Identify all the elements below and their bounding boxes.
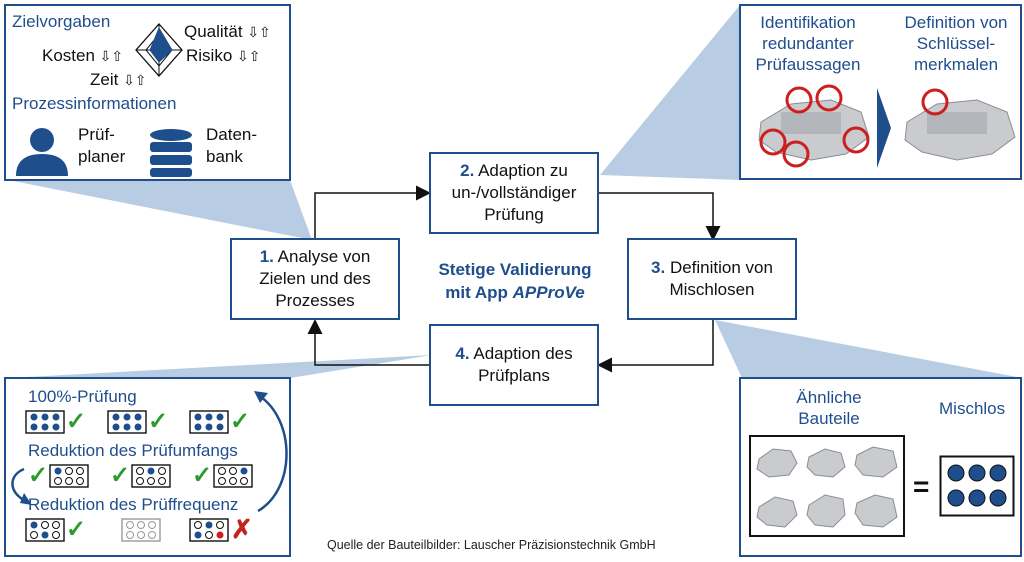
- arrow-4-to-1: [307, 319, 430, 366]
- curve-arrow-left-icon: [11, 467, 25, 501]
- center-title-app-name: APProVe: [512, 283, 585, 302]
- step-4-text-b: Prüfplans: [478, 366, 550, 385]
- step-3-text-a: Definition von: [665, 258, 773, 277]
- part-image-many-features: [758, 84, 870, 168]
- bank-line-a: Daten-: [206, 125, 258, 144]
- planer-line-b: planer: [78, 147, 126, 166]
- step-4-number: 4.: [455, 344, 470, 363]
- part-image-key-feature: [904, 88, 1016, 161]
- arrow-1-to-2: [314, 185, 431, 238]
- center-title-line2-prefix: mit App: [445, 283, 513, 302]
- cross-icon: ✗: [231, 514, 253, 544]
- label-100-pruefung: 100%-Prüfung: [28, 387, 137, 406]
- center-title-line1: Stetige Validierung: [438, 260, 592, 279]
- def-line-c: merkmalen: [913, 55, 999, 74]
- planer-line-a: Prüf-: [78, 125, 115, 144]
- arrow-3-to-4: [597, 320, 714, 373]
- database-icon: [150, 129, 192, 177]
- fan-bottom-right: [715, 320, 1022, 378]
- ident-line-a: Identifikation: [760, 13, 856, 32]
- step-2-text-c: Prüfung: [484, 205, 544, 224]
- step-3-number: 3.: [651, 258, 666, 277]
- check-icon: ✓: [66, 408, 87, 435]
- plate-row3-c: [189, 518, 229, 542]
- step-4-box: 4. Adaption des Prüfplans: [429, 324, 599, 406]
- plate-row2-b: [131, 464, 171, 488]
- check-icon: ✓: [148, 408, 169, 435]
- step-2-number: 2.: [460, 161, 475, 180]
- zeit-text: Zeit: [90, 70, 119, 89]
- step-3-box: 3. Definition von Mischlosen: [627, 238, 797, 320]
- fan-top-left: [8, 180, 312, 240]
- check-icon: ✓: [66, 516, 87, 543]
- center-title: Stetige Validierung mit App APProVe: [420, 258, 610, 304]
- panel-mischlos: Ähnliche Bauteile Mischlos =: [739, 377, 1022, 557]
- risiko-text: Risiko: [186, 46, 233, 65]
- plate-row1-c: [189, 410, 229, 434]
- label-pruefplaner: Prüf- planer: [78, 124, 125, 168]
- kosten-arrows-icon: ⇩⇧: [99, 48, 124, 64]
- check-icon: ✓: [230, 408, 251, 435]
- risiko-arrows-icon: ⇩⇧: [237, 48, 261, 64]
- chevron-right-icon: [877, 88, 891, 168]
- step-1-text-c: Prozesses: [275, 291, 355, 310]
- label-mischlos: Mischlos: [939, 399, 1006, 418]
- label-definition: Definition von Schlüssel- merkmalen: [891, 12, 1021, 75]
- label-zeit: Zeit ⇩⇧: [90, 70, 147, 90]
- bauteile-line-a: Ähnliche: [796, 388, 862, 407]
- bank-line-b: bank: [206, 147, 243, 166]
- kosten-text: Kosten: [42, 46, 95, 65]
- panel-goals-process-info: Zielvorgaben Kosten ⇩⇧ Qualität ⇩⇧ Risik…: [4, 4, 291, 181]
- step-1-number: 1.: [259, 247, 274, 266]
- plate-row1-b: [107, 410, 147, 434]
- arrow-2-to-3: [598, 192, 721, 241]
- image-source-caption: Quelle der Bauteilbilder: Lauscher Präzi…: [327, 538, 656, 552]
- test-plan-grid: [11, 391, 288, 542]
- label-datenbank: Daten- bank: [206, 124, 257, 168]
- step-1-box: 1. Analyse von Zielen und des Prozesses: [230, 238, 400, 320]
- similar-parts-images: [756, 446, 898, 528]
- step-1-text-b: Zielen und des: [259, 269, 371, 288]
- panel-redundancy-keyfeatures: Identifikation redundanter Prüfaussagen …: [739, 4, 1022, 180]
- qualitaet-arrows-icon: ⇩⇧: [247, 24, 271, 40]
- step-2-text-a: Adaption zu: [474, 161, 568, 180]
- check-icon: ✓: [28, 462, 49, 489]
- step-3-text-b: Mischlosen: [669, 280, 755, 299]
- plate-row2-a: [49, 464, 89, 488]
- mischlos-plate-icon: [939, 455, 1015, 517]
- person-icon: [16, 128, 68, 176]
- label-reduktion-frequenz: Reduktion des Prüffrequenz: [28, 495, 239, 514]
- def-line-b: Schlüssel-: [916, 34, 996, 53]
- qualitaet-text: Qualität: [184, 22, 243, 41]
- def-line-a: Definition von: [904, 13, 1008, 32]
- label-risiko: Risiko ⇩⇧: [186, 46, 261, 66]
- heading-prozessinformationen: Prozessinformationen: [12, 94, 177, 113]
- plate-row1-a: [25, 410, 65, 434]
- step-1-text-a: Analyse von: [273, 247, 371, 266]
- step-2-box: 2. Adaption zu un-/vollständiger Prüfung: [429, 152, 599, 234]
- zeit-arrows-icon: ⇩⇧: [123, 72, 147, 88]
- label-reduktion-umfang: Reduktion des Prüfumfangs: [28, 441, 238, 460]
- heading-zielvorgaben: Zielvorgaben: [12, 12, 111, 31]
- fan-bottom-left: [8, 355, 432, 378]
- plate-row3-b: [121, 518, 161, 542]
- label-aehnliche-bauteile: Ähnliche Bauteile: [759, 387, 899, 429]
- check-icon: ✓: [192, 462, 213, 489]
- ident-line-b: redundanter: [762, 34, 854, 53]
- step-4-text-a: Adaption des: [469, 344, 573, 363]
- radar-chart-icon: [135, 23, 183, 77]
- curve-arrow-right-icon: [257, 393, 288, 513]
- bauteile-line-b: Bauteile: [798, 409, 860, 428]
- plate-row2-c: [213, 464, 253, 488]
- plate-row3-a: [25, 518, 65, 542]
- ident-line-c: Prüfaussagen: [755, 55, 861, 74]
- step-2-text-b: un-/vollständiger: [451, 183, 577, 202]
- label-kosten: Kosten ⇩⇧: [42, 46, 123, 66]
- label-identifikation: Identifikation redundanter Prüfaussagen: [745, 12, 871, 75]
- equals-sign: =: [913, 471, 930, 502]
- label-qualitaet: Qualität ⇩⇧: [184, 22, 271, 42]
- check-icon: ✓: [110, 462, 131, 489]
- panel-test-plan-reduction: 100%-Prüfung Reduktion des Prüfumfangs R…: [4, 377, 291, 557]
